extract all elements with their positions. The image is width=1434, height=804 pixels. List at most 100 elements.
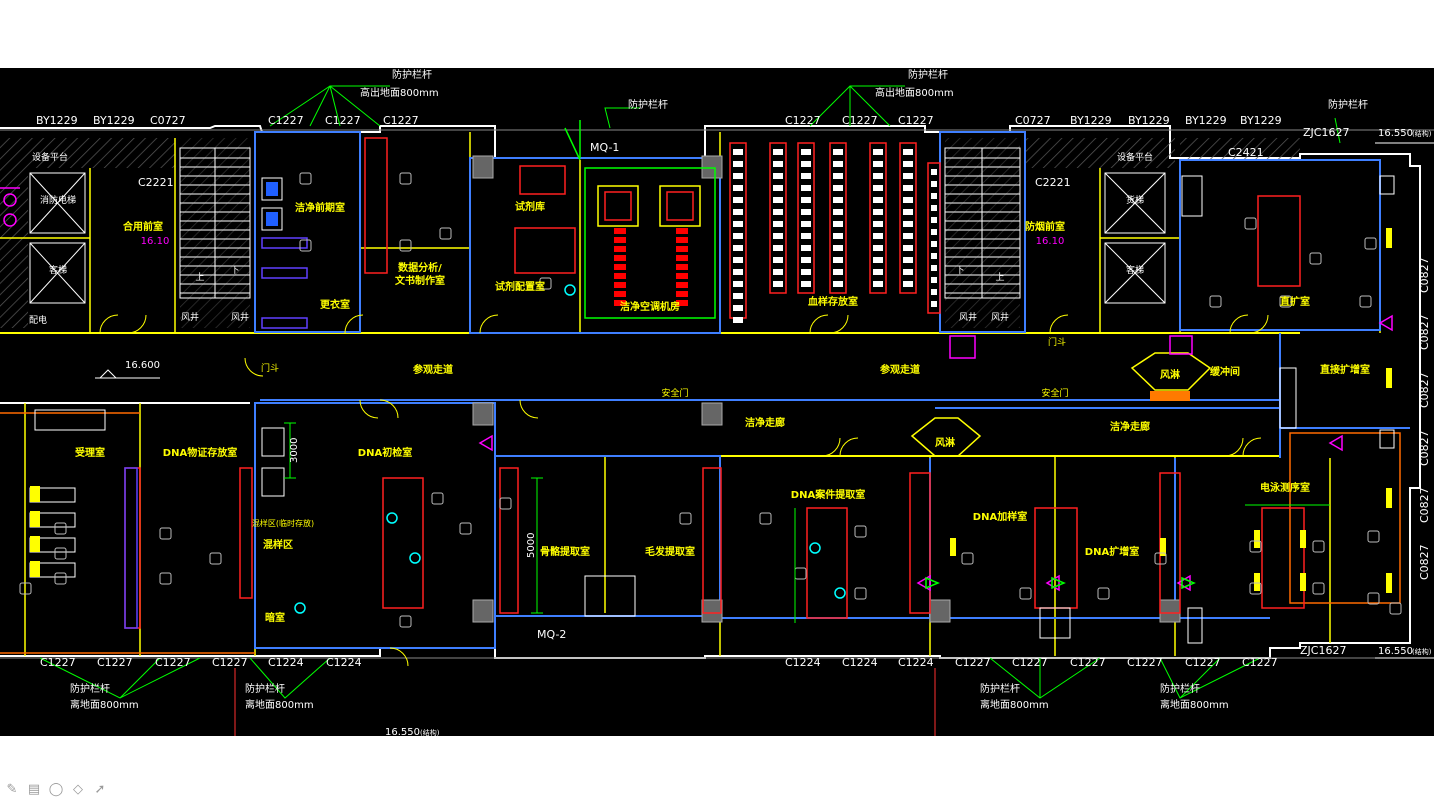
ac-duct-segments [614,228,688,306]
chairs [19,172,1402,628]
floor-level-left: 16.10 [141,236,170,247]
label-mix-note: 混样区(临时存放) [252,518,314,528]
floor-plan-drawing: 洁净前期室 数据分析/文书制作室 更衣室 试剂库 试剂配置室 洁净空调机房 血样… [0,68,1434,736]
pointer-icon[interactable]: ➚ [94,782,106,797]
window-tag: C1227 [1012,656,1048,669]
window-tag: C1227 [1127,656,1163,669]
elevation-bottom: 16.550 [385,727,420,736]
elevation-right-top: 16.550 [1378,128,1413,139]
magenta-shafts [0,187,20,227]
room-buffer: 缓冲间 [1209,365,1240,378]
room-elevator-hall-right: 防烟前室 [1025,220,1065,233]
window-tag: C1227 [268,114,304,127]
elevators [29,172,1166,304]
room-air-shower-2: 风淋 [935,436,955,449]
room-mix-zone: 混样区 [263,538,293,551]
elevation-right-bottom: 16.550 [1378,646,1413,657]
room-change: 更衣室 [320,298,350,311]
room-visit-corridor-2: 参观走道 [880,363,920,376]
ac-units [584,167,716,319]
room-elevator-hall-left: 合用前室 [122,220,163,233]
window-tag: C2221 [1035,176,1071,189]
label-lift-4: 客梯 [1126,264,1144,276]
room-electrophoresis: 电泳测序室 [1260,481,1310,494]
label-platform-left: 设备平台 [32,151,68,163]
note-guardrail-4: 防护栏杆 [1328,98,1368,111]
elevation-left: 16.600 [125,360,160,371]
eraser-icon[interactable]: ◇ [73,782,83,797]
room-reception: 受理室 [75,446,105,459]
stairs-left [179,147,251,299]
window-tag: C1227 [40,656,76,669]
note-height-7: 离地面800mm [980,698,1049,711]
window-tag: C1227 [898,114,934,127]
top-glass-partitions [254,131,1410,458]
note-guardrail-8: 防护栏杆 [1160,682,1200,695]
air-shower-units [910,335,1212,457]
window-tag: C1224 [326,656,362,669]
window-tag: C1224 [842,656,878,669]
label-fan-shaft-1: 风井 [181,311,199,323]
door-swings [99,314,1269,667]
door-tag-mq1: MQ-1 [590,141,619,154]
outer-walls [0,125,1434,659]
note-guardrail-5: 防护栏杆 [70,682,110,695]
door-tags: MQ-1 MQ-2 [537,141,619,641]
note-height-5: 离地面800mm [70,698,139,711]
label-lift-1: 消防电梯 [40,194,76,206]
window-tag: C2421 [1228,146,1264,159]
label-lift-3: 货梯 [1126,194,1144,206]
label-fan-shaft-4: 风井 [991,311,1009,323]
label-door-curtain-2: 门斗 [1048,336,1066,348]
dimension-lines [284,422,1330,623]
label-fan-shaft-2: 风井 [231,311,249,323]
label-stair-down-left: 下 [230,266,239,276]
room-reagent-prep: 试剂配置室 [495,280,545,293]
label-safety-exit-2: 安全门 [1041,387,1068,399]
room-dna-case-extract: DNA案件提取室 [791,488,865,501]
elevation-right-top-tag: (结构) [1412,129,1432,138]
sink-fill [266,182,278,226]
window-tag: C1227 [785,114,821,127]
slideshow-toolbar: ✎ ▤ ◯ ◇ ➚ [4,782,108,798]
room-dna-test: DNA初检室 [358,446,412,459]
label-power-room: 配电 [29,314,47,326]
label-stair-up-right: 上 [995,272,1004,283]
room-air-shower-1: 风淋 [1160,368,1180,381]
small-room-labels: 消防电梯 客梯 货梯 客梯 配电 风井 风井 风井 风井 设备平台 设备平台 安… [29,151,1153,528]
window-tag: C1227 [842,114,878,127]
window-tag: ZJC1627 [1300,644,1346,657]
slide-icon[interactable]: ▤ [27,782,41,797]
room-direct-amp: 直接扩增室 [1320,363,1370,376]
cad-floor-plan: 洁净前期室 数据分析/文书制作室 更衣室 试剂库 试剂配置室 洁净空调机房 血样… [0,68,1434,736]
room-reagent-store: 试剂库 [515,200,545,213]
pen-icon[interactable]: ✎ [6,782,18,797]
window-tag: C1227 [1070,656,1106,669]
room-clean-ac: 洁净空调机房 [620,300,680,313]
room-sample-store: 血样存放室 [808,295,858,308]
elevation-bottom-tag: (结构) [420,728,440,736]
note-guardrail-6: 防护栏杆 [245,682,285,695]
window-tag: ZJC1627 [1303,126,1349,139]
room-clean-prep: 洁净前期室 [295,201,345,214]
window-tag: C1227 [383,114,419,127]
room-data-analysis: 数据分析/文书制作室 [395,261,445,287]
label-platform-right: 设备平台 [1117,151,1153,163]
window-tag: C1227 [1185,656,1221,669]
annotation-text: 防护栏杆 高出地面800mm 防护栏杆 高出地面800mm 防护栏杆 防护栏杆 … [70,68,1432,736]
room-dna-amp: DNA扩增室 [1085,545,1139,558]
window-tag: C0827 [1418,372,1431,408]
corridor-walls [0,332,1300,457]
elevation-markers [95,142,1434,659]
note-guardrail-3: 防护栏杆 [628,98,668,111]
label-safety-exit-1: 安全门 [661,387,688,399]
magenta-door-markers [478,314,1393,592]
window-tag: C0827 [1418,314,1431,350]
label-door-curtain-1: 门斗 [261,362,279,374]
annotation-leaders [39,85,1341,699]
lasso-icon[interactable]: ◯ [48,782,64,797]
floor-level-right: 16.10 [1036,236,1065,247]
